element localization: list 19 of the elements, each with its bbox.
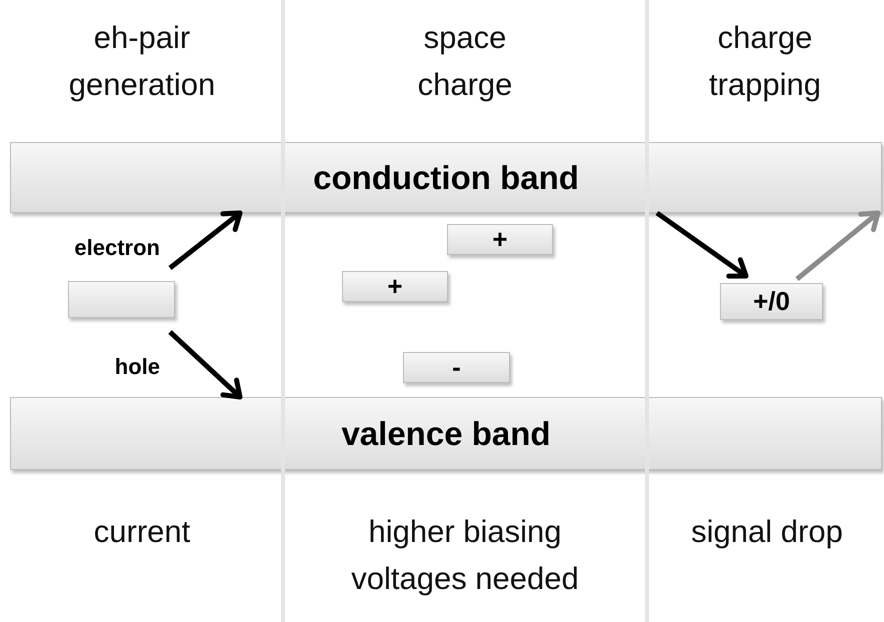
energy-level-box [68, 281, 175, 318]
energy-band: valence band [10, 397, 882, 470]
energy-level-box: + [447, 224, 553, 255]
energy-level-box: - [403, 352, 510, 383]
column-label: current [92, 513, 192, 551]
energy-band: conduction band [10, 142, 882, 213]
energy-level-box: + [342, 271, 448, 302]
column-label: eh-pair generation [68, 19, 216, 104]
energy-level-box: +/0 [720, 283, 823, 320]
column-label: charge trapping [708, 19, 822, 104]
column-label: space charge [416, 19, 514, 104]
edge-label: hole [114, 356, 160, 378]
arrow [656, 210, 748, 279]
arrow [168, 330, 242, 400]
arrow [795, 210, 880, 281]
column-label: signal drop [690, 513, 844, 551]
arrow [168, 210, 242, 270]
column-label: higher biasing voltages needed [350, 513, 580, 598]
edge-label: electron [73, 237, 160, 259]
